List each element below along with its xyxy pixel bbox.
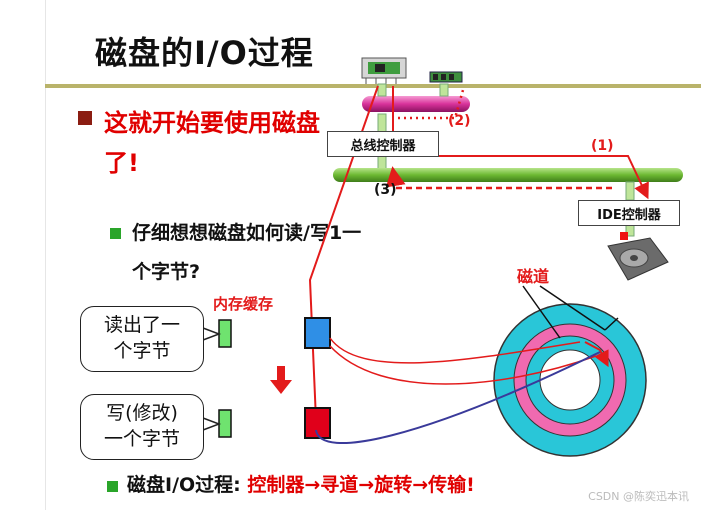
- memory-buffer-label: 内存缓存: [213, 295, 274, 313]
- read-curve-2: [329, 345, 597, 385]
- byte-block-read: [218, 319, 232, 348]
- bottom-bullet-prefix: 磁盘I/O过程:: [127, 474, 248, 496]
- track-pointer-2: [539, 285, 606, 331]
- bus-connector-lower: [377, 154, 387, 170]
- step3-label: (3): [374, 182, 397, 198]
- bottom-bullet-steps: 控制器→寻道→旋转→传输!: [247, 474, 475, 496]
- memory-buffer-write: [304, 407, 331, 439]
- write-bubble-line2: 一个字节: [103, 428, 180, 450]
- ide-connector-upper: [625, 181, 635, 201]
- system-bus: [362, 96, 470, 112]
- slide-left-border: [45, 0, 46, 510]
- memory-buffer-read: [304, 317, 331, 349]
- ram-connector: [439, 83, 449, 97]
- read-bubble-line1: 读出了一: [103, 314, 180, 337]
- sub-bullet-line2: 个字节?: [132, 261, 201, 283]
- bus-connector-upper: [377, 113, 387, 133]
- path-step1: [392, 86, 649, 200]
- title-underline: [45, 84, 701, 88]
- read-bubble-line2: 个字节: [113, 340, 171, 362]
- ide-controller-label: IDE控制器: [578, 200, 680, 226]
- step2-label: (2): [448, 113, 471, 129]
- sub-bullet-line1: 仔细想想磁盘如何读/写1一: [132, 222, 362, 244]
- bottom-bullet: 磁盘I/O过程: 控制器→寻道→旋转→传输!: [127, 470, 475, 497]
- hard-drive-icon: [607, 232, 669, 281]
- page-title: 磁盘的I/O过程: [95, 34, 314, 72]
- down-arrow-icon: [270, 366, 292, 394]
- main-bullet-line1: 这就开始要使用磁盘: [104, 109, 320, 137]
- disk-platter: [493, 303, 647, 457]
- bus-controller-label: 总线控制器: [327, 131, 439, 157]
- track-label: 磁道: [517, 267, 550, 286]
- io-bus: [333, 168, 683, 182]
- cpu-chip-icon: [361, 57, 407, 84]
- read-byte-bubble: 读出了一 个字节: [80, 306, 204, 372]
- write-byte-bubble: 写(修改) 一个字节: [80, 394, 204, 460]
- write-curve: [315, 351, 601, 444]
- watermark: CSDN @陈奕迅本讯: [588, 490, 689, 503]
- sub-bullet-marker: [110, 228, 121, 239]
- write-bubble-line1: 写(修改): [106, 402, 178, 425]
- track-pointer-3: [604, 317, 619, 331]
- bullet-marker: [78, 111, 92, 125]
- cpu-connector: [377, 83, 387, 97]
- byte-block-write: [218, 409, 232, 438]
- bottom-bullet-marker: [107, 481, 118, 492]
- read-curve-1: [329, 337, 581, 364]
- write-bubble-tail: [202, 416, 222, 432]
- step1-label: (1): [591, 138, 614, 154]
- main-bullet-line2: 了!: [104, 149, 139, 177]
- track-pointer-1: [522, 285, 561, 339]
- ram-module-icon: [429, 71, 463, 83]
- read-bubble-tail: [202, 326, 222, 342]
- path-step3: [385, 166, 612, 190]
- read-head-arrow: [584, 341, 609, 368]
